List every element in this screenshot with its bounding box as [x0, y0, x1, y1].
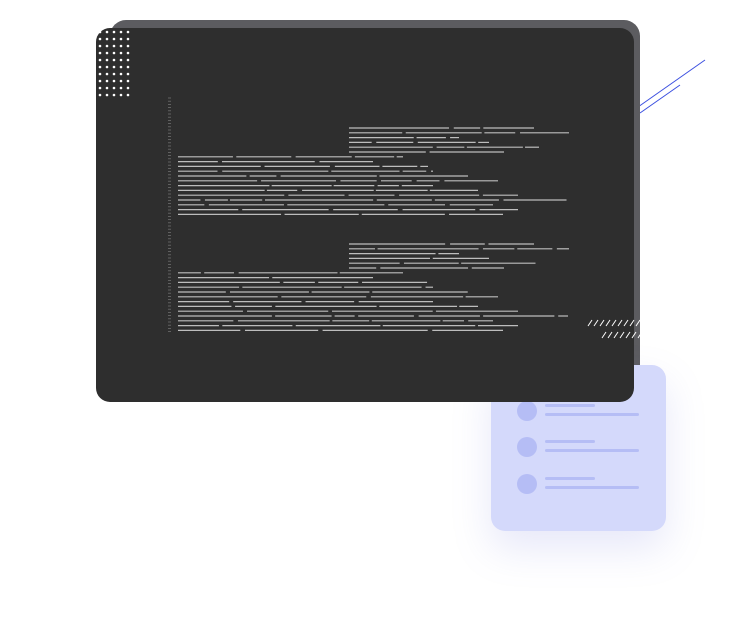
code-card: [96, 28, 634, 402]
list-item: [517, 474, 647, 496]
list-line-short: [545, 404, 595, 407]
list-line-long: [545, 449, 639, 452]
list-line-short: [545, 440, 595, 443]
list-line-long: [545, 413, 639, 416]
list-avatar: [517, 401, 537, 421]
list-item: [517, 437, 647, 459]
list-line-long: [545, 486, 639, 489]
list-item: [517, 401, 647, 423]
list-line-short: [545, 477, 595, 480]
list-avatar: [517, 437, 537, 457]
list-avatar: [517, 474, 537, 494]
